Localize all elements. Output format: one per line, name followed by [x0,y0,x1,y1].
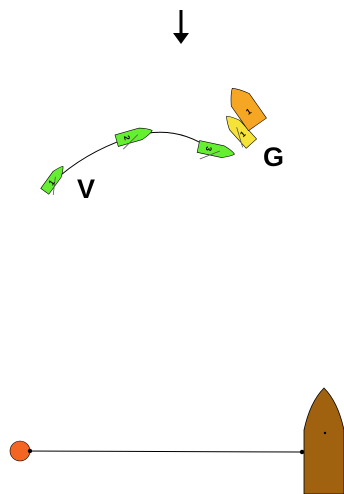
orange-boat-1-number: 1 [244,106,253,116]
orange-boat-1[interactable]: 1 [223,82,267,132]
yellow-boat-1[interactable]: 1 [220,111,258,149]
green-boat-3-number: 3 [204,146,214,153]
start-line [19,450,303,453]
yellow-boat-label: G [263,142,284,172]
committee-boat-icon[interactable] [299,387,344,494]
green-boat-2[interactable]: 2 [114,125,155,151]
wind-direction-arrow-icon [173,10,189,44]
yellow-boat-1-number: 1 [238,129,248,139]
green-boat-3[interactable]: 3 [196,140,236,166]
green-boat-2-number: 2 [122,134,132,141]
green-boat-1[interactable]: 1 [40,163,71,196]
orange-buoy-icon[interactable] [9,440,33,462]
green-boat-label: V [77,174,95,204]
green-boat-1-number: 1 [47,178,57,187]
